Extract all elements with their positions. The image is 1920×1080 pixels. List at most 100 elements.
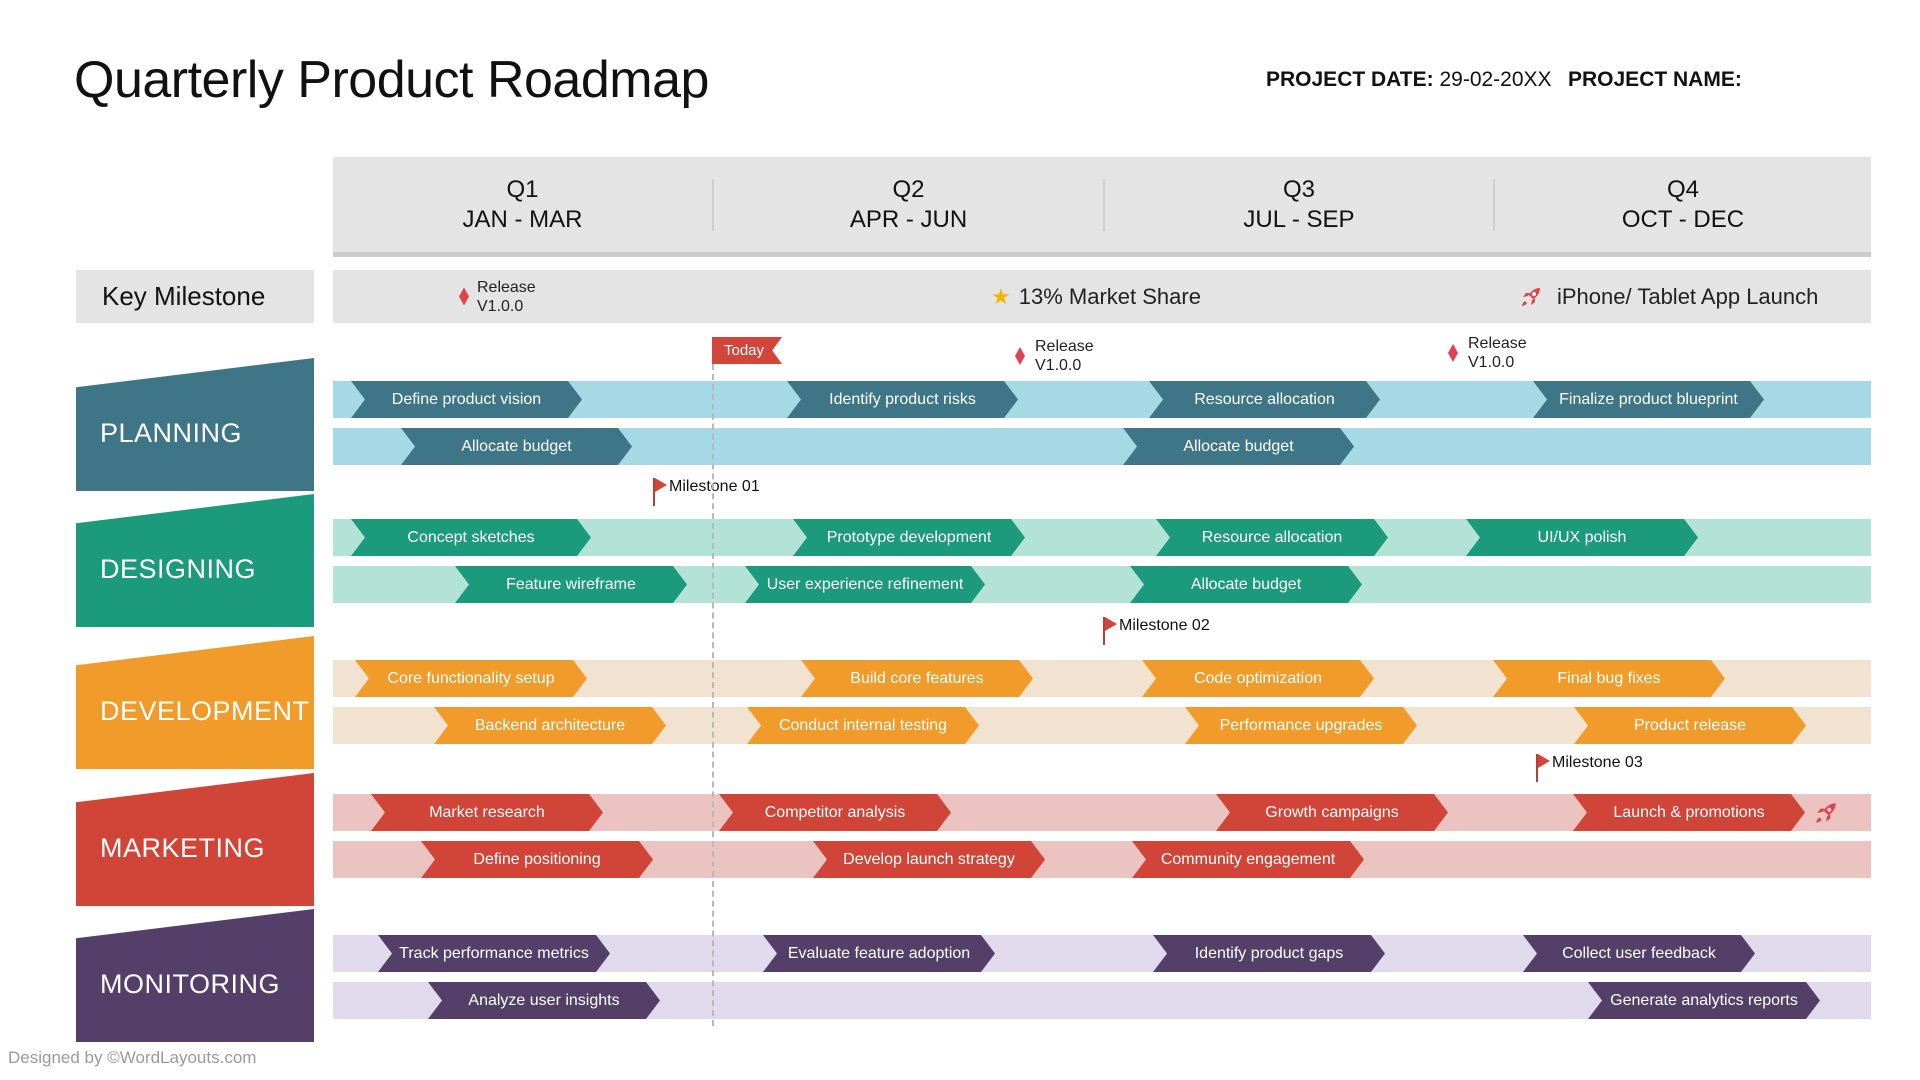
category-designing: DESIGNING	[76, 494, 314, 627]
quarter-label: Q3	[1282, 175, 1315, 203]
task-bar[interactable]: Competitor analysis	[719, 794, 951, 831]
today-line	[712, 364, 714, 1026]
release-line2: V1.0.0	[1468, 354, 1515, 371]
task-bar[interactable]: Collect user feedback	[1523, 935, 1755, 972]
flag-icon	[1534, 754, 1550, 784]
category-label: PLANNING	[100, 418, 243, 448]
monitoring-lane-1: Track performance metrics Evaluate featu…	[333, 935, 1871, 972]
task-bar[interactable]: Track performance metrics	[378, 935, 610, 972]
task-bar[interactable]: Identify product risks	[787, 381, 1018, 418]
footer-credit: Designed by ©WordLayouts.com	[8, 1048, 257, 1067]
task-bar[interactable]: Core functionality setup	[355, 660, 587, 697]
task-bar[interactable]: Conduct internal testing	[747, 707, 979, 744]
task-bar[interactable]: Finalize product blueprint	[1533, 381, 1764, 418]
star-icon: ★	[991, 283, 1011, 309]
category-monitoring: MONITORING	[76, 909, 314, 1042]
quarter-divider	[1103, 179, 1105, 231]
project-date: PROJECT DATE: 29-02-20XX	[1266, 68, 1552, 92]
task-bar[interactable]: Resource allocation	[1156, 519, 1388, 556]
quarter-q4: Q4 OCT - DEC	[1495, 157, 1871, 252]
key-milestone-band: Release V1.0.0 ★ 13% Market Share iPhone…	[333, 270, 1871, 323]
quarter-header: Q1 JAN - MAR Q2 APR - JUN Q3 JUL - SEP Q…	[333, 157, 1871, 257]
milestone-flag-01: Milestone 01	[651, 478, 760, 508]
marketing-lane-2: Define positioning Develop launch strate…	[333, 841, 1871, 878]
task-bar[interactable]: Concept sketches	[351, 519, 591, 556]
app-launch-text: iPhone/ Tablet App Launch	[1557, 283, 1819, 309]
planning-lane-1: Define product vision Identify product r…	[333, 381, 1871, 418]
task-bar[interactable]: Growth campaigns	[1216, 794, 1448, 831]
task-bar[interactable]: Allocate budget	[1123, 428, 1354, 465]
diamond-icon	[459, 287, 469, 306]
designing-lane-2: Feature wireframe User experience refine…	[333, 566, 1871, 603]
task-bar[interactable]: Backend architecture	[434, 707, 666, 744]
category-development: DEVELOPMENT	[76, 636, 314, 769]
marketing-lane-1: Market research Competitor analysis Grow…	[333, 794, 1871, 831]
task-bar[interactable]: Evaluate feature adoption	[763, 935, 995, 972]
quarter-divider	[712, 179, 714, 231]
task-bar[interactable]: Market research	[371, 794, 603, 831]
task-bar[interactable]: Analyze user insights	[428, 982, 660, 1019]
quarter-divider	[1493, 179, 1495, 231]
task-bar[interactable]: Performance upgrades	[1185, 707, 1417, 744]
flag-icon	[1101, 617, 1117, 647]
release-text: Release V1.0.0	[477, 278, 536, 316]
task-bar[interactable]: Allocate budget	[1130, 566, 1362, 603]
quarter-months: JUL - SEP	[1243, 205, 1355, 233]
task-bar[interactable]: Final bug fixes	[1493, 660, 1725, 697]
development-lane-1: Core functionality setup Build core feat…	[333, 660, 1871, 697]
planning-lane-2: Allocate budget Allocate budget	[333, 428, 1871, 465]
task-bar[interactable]: Define positioning	[421, 841, 653, 878]
key-milestone-market-share: ★ 13% Market Share	[991, 270, 1201, 323]
release-line1: Release	[1468, 335, 1527, 352]
milestone-label: Milestone 03	[1552, 754, 1643, 771]
task-bar[interactable]: Launch & promotions	[1573, 794, 1805, 831]
development-lane-2: Backend architecture Conduct internal te…	[333, 707, 1871, 744]
task-bar[interactable]: Community engagement	[1132, 841, 1364, 878]
release-line2: V1.0.0	[1035, 357, 1082, 374]
flag-icon	[651, 478, 667, 508]
key-milestone-label: Key Milestone	[76, 270, 314, 323]
task-bar[interactable]: Define product vision	[351, 381, 582, 418]
category-label: DEVELOPMENT	[100, 696, 310, 726]
key-milestone-app-launch: iPhone/ Tablet App Launch	[1519, 270, 1818, 323]
task-bar[interactable]: Code optimization	[1142, 660, 1374, 697]
designing-lane-1: Concept sketches Prototype development R…	[333, 519, 1871, 556]
quarter-label: Q1	[506, 175, 539, 203]
task-bar[interactable]: Prototype development	[793, 519, 1025, 556]
category-label: DESIGNING	[100, 554, 257, 584]
task-bar[interactable]: Identify product gaps	[1153, 935, 1385, 972]
project-name: PROJECT NAME:	[1568, 68, 1742, 92]
task-bar[interactable]: Resource allocation	[1149, 381, 1380, 418]
task-bar[interactable]: UI/UX polish	[1466, 519, 1698, 556]
diamond-icon	[1015, 347, 1025, 365]
task-bar[interactable]: Generate analytics reports	[1588, 982, 1820, 1019]
release-line1: Release	[1035, 338, 1094, 355]
task-bar[interactable]: Allocate budget	[401, 428, 632, 465]
task-bar[interactable]: Develop launch strategy	[813, 841, 1045, 878]
rocket-icon	[1522, 287, 1540, 306]
milestone-flag-03: Milestone 03	[1534, 754, 1643, 784]
release-line2: V1.0.0	[477, 297, 524, 315]
task-bar[interactable]: Product release	[1574, 707, 1806, 744]
task-bar[interactable]: Build core features	[801, 660, 1033, 697]
quarter-months: APR - JUN	[849, 205, 968, 233]
task-bar[interactable]: User experience refinement	[745, 566, 985, 603]
key-milestone-release: Release V1.0.0	[459, 270, 536, 323]
page-title: Quarterly Product Roadmap	[74, 51, 709, 109]
quarter-months: OCT - DEC	[1621, 205, 1745, 233]
quarter-q3: Q3 JUL - SEP	[1105, 157, 1493, 252]
milestone-flag-02: Milestone 02	[1101, 617, 1210, 647]
project-date-value: 29-02-20XX	[1439, 68, 1552, 91]
monitoring-lane-2: Analyze user insights Generate analytics…	[333, 982, 1871, 1019]
quarter-label: Q2	[892, 175, 925, 203]
quarter-q1: Q1 JAN - MAR	[333, 157, 712, 252]
category-marketing: MARKETING	[76, 773, 314, 906]
market-share-text: 13% Market Share	[1018, 283, 1201, 309]
category-planning: PLANNING	[76, 358, 314, 491]
task-bar[interactable]: Feature wireframe	[455, 566, 687, 603]
milestone-label: Milestone 01	[669, 478, 760, 495]
